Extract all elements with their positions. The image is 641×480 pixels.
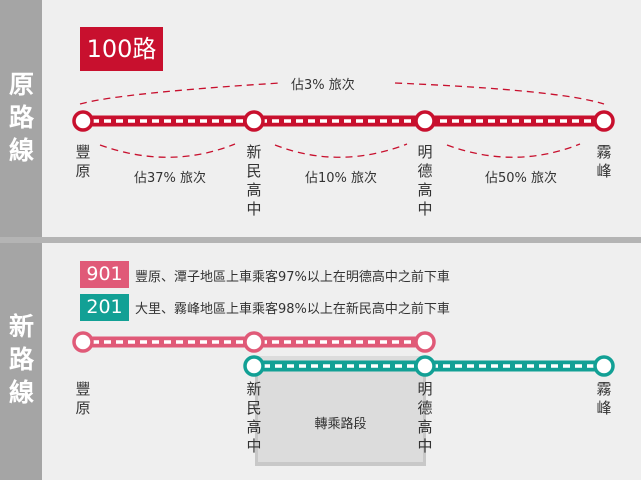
station-fengyuan: 豐原 (75, 143, 91, 180)
segment-arc-2 (274, 143, 408, 158)
route-901-description: 豐原、潭子地區上車乘客97%以上在明德高中之前下車 (135, 270, 450, 285)
segment-arc-3 (446, 143, 581, 158)
route-100-label: 100路 (86, 35, 157, 63)
section-label-text: 新路線 (9, 312, 35, 407)
route-201-number: 201 (86, 296, 123, 318)
overall-share-arc (79, 82, 281, 105)
station-nodes-201 (243, 355, 615, 377)
transfer-label: 轉乘路段 (314, 417, 367, 432)
station-mingde: 明德高中 (417, 380, 433, 455)
station-wufeng: 霧峰 (596, 143, 612, 180)
station-nodes-901 (72, 331, 436, 353)
segment-share-3: 佔50% 旅次 (485, 171, 558, 186)
route-100-badge: 100路 (80, 27, 163, 71)
station-xinmin: 新民高中 (246, 143, 262, 218)
section-divider (0, 237, 641, 243)
segment-share-2: 佔10% 旅次 (305, 171, 378, 186)
transfer-segment-box: 轉乘路段 (255, 356, 426, 466)
station-xinmin: 新民高中 (246, 380, 262, 455)
section-label-original: 原路線 (0, 68, 42, 167)
segment-share-1: 佔37% 旅次 (134, 171, 207, 186)
station-mingde: 明德高中 (417, 143, 433, 218)
sidebar-new (0, 243, 42, 480)
route-201-description: 大里、霧峰地區上車乘客98%以上在新民高中之前下車 (135, 302, 450, 317)
station-fengyuan: 豐原 (75, 380, 91, 417)
segment-arc-1 (99, 143, 236, 158)
section-label-text: 原路線 (9, 70, 35, 165)
station-nodes-100 (72, 110, 615, 132)
route-201-badge: 201 (80, 294, 129, 321)
sidebar-original (0, 0, 42, 237)
section-label-new: 新路線 (0, 310, 42, 409)
route-901-number: 901 (86, 263, 123, 285)
station-wufeng: 霧峰 (596, 380, 612, 417)
route-901-badge: 901 (80, 261, 129, 288)
overall-share-arc (394, 82, 605, 105)
overall-share-label: 佔3% 旅次 (291, 78, 355, 93)
